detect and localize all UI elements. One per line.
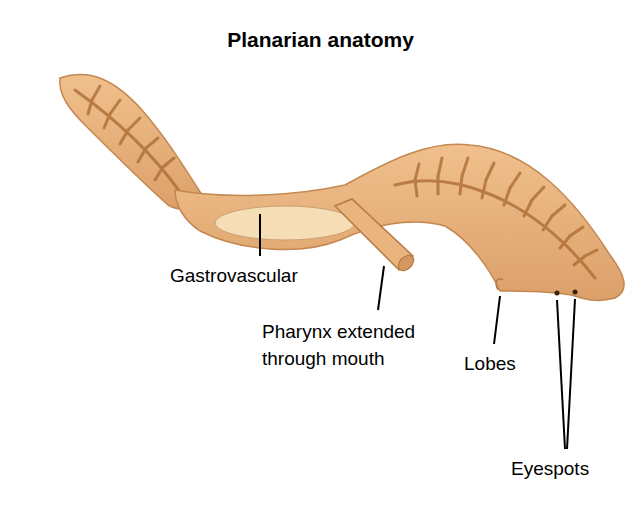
diagram-title: Planarian anatomy bbox=[0, 28, 641, 52]
eyespot bbox=[555, 291, 560, 296]
leader-line bbox=[259, 214, 261, 256]
gastrovascular-cavity bbox=[215, 206, 355, 240]
tail-flap bbox=[60, 75, 202, 209]
leader-line bbox=[567, 299, 575, 449]
tail-gut bbox=[75, 86, 180, 192]
leader-line bbox=[494, 296, 500, 344]
lobe bbox=[496, 279, 503, 290]
leader-line bbox=[557, 300, 565, 449]
part-label: Eyespots bbox=[511, 455, 631, 482]
head-gut bbox=[395, 158, 597, 278]
eyespot bbox=[573, 290, 578, 295]
part-label: Gastrovascular bbox=[170, 262, 350, 289]
pharynx-opening bbox=[395, 252, 416, 273]
leader-line bbox=[378, 266, 384, 310]
part-label: Lobes bbox=[464, 350, 564, 377]
leader-lines bbox=[260, 214, 575, 449]
part-label: Pharynx extended through mouth bbox=[262, 318, 462, 372]
